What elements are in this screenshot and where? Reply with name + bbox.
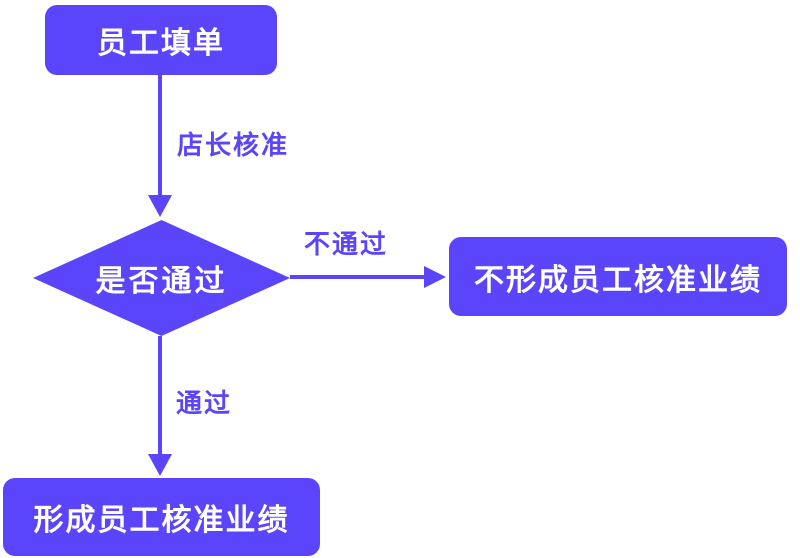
node-decision-pass: 是否通过 [33, 220, 290, 336]
node-approved-performance-label: 形成员工核准业绩 [33, 504, 290, 537]
edge-label-manager-approval: 店长核准 [177, 130, 290, 160]
edge-label-not-passed: 不通过 [304, 229, 389, 259]
edge-decision-to-approve-line [158, 336, 162, 456]
arrow-down-icon [148, 195, 172, 217]
arrow-down-icon [148, 454, 172, 476]
node-employee-form: 员工填单 [45, 5, 277, 75]
node-no-approved-performance: 不形成员工核准业绩 [449, 237, 787, 316]
edge-label-passed: 通过 [176, 388, 233, 418]
node-no-approved-performance-label: 不形成员工核准业绩 [474, 263, 762, 297]
edge-form-to-decision-line [158, 75, 162, 195]
node-decision-pass-label: 是否通过 [95, 265, 228, 298]
arrow-right-icon [424, 266, 446, 288]
edge-decision-to-reject-line [290, 275, 424, 279]
node-approved-performance: 形成员工核准业绩 [3, 478, 320, 556]
node-employee-form-label: 员工填单 [97, 27, 225, 60]
